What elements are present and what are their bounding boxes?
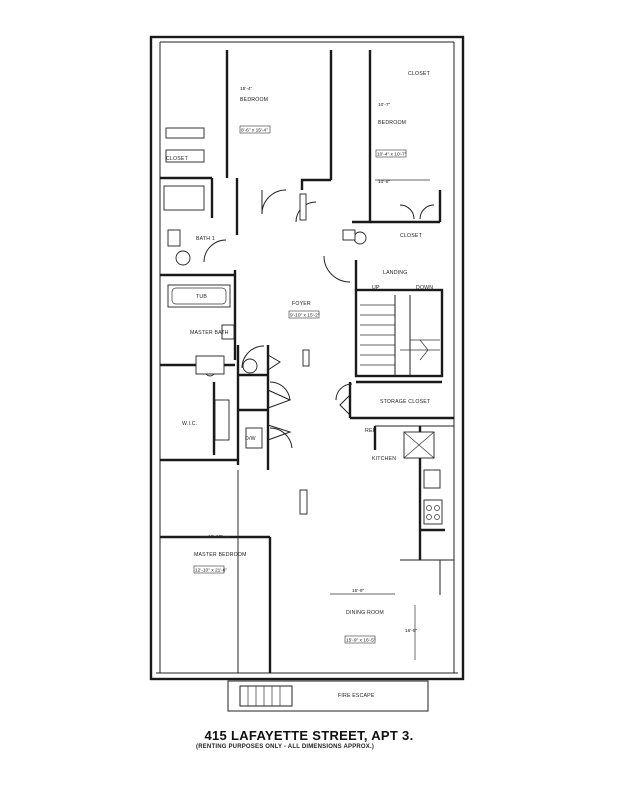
label-bedroom-2: BEDROOM bbox=[378, 120, 406, 126]
label-closet: CLOSET bbox=[400, 233, 423, 239]
dim-bedroom-1-w: 15'-4" bbox=[240, 86, 253, 92]
dim-master-w: 12'-10" bbox=[208, 534, 223, 540]
label-up: UP bbox=[372, 285, 380, 291]
label-bedroom-1: BEDROOM bbox=[240, 97, 268, 103]
label-master-bath: MASTER BATH bbox=[190, 330, 229, 336]
dim-bedroom-2-ext: 10'-8" bbox=[378, 179, 391, 185]
label-fire-escape: FIRE ESCAPE bbox=[338, 693, 375, 699]
outer-walls bbox=[149, 35, 465, 681]
stairs bbox=[360, 295, 440, 376]
room-labels: BEDROOM 15'-4" 8'-6" x 15'-4" BEDROOM 10… bbox=[166, 71, 433, 699]
door-swings bbox=[203, 189, 435, 449]
label-down: DOWN bbox=[416, 285, 433, 291]
dimension-lines bbox=[200, 179, 430, 660]
dim-master-box: 12'-10" x 21'-6" bbox=[195, 568, 227, 574]
label-closet-2: CLOSET bbox=[408, 71, 431, 77]
label-tub: TUB bbox=[196, 294, 207, 300]
fire-escape bbox=[227, 680, 429, 712]
label-foyer: FOYER bbox=[292, 301, 311, 307]
caption: 415 LAFAYETTE STREET, APT 3. bbox=[0, 727, 618, 745]
label-landing: LANDING bbox=[383, 270, 407, 276]
plan-subtitle: (RENTING PURPOSES ONLY - ALL DIMENSIONS … bbox=[196, 744, 375, 750]
fixtures bbox=[163, 127, 443, 525]
label-dining-room: DINING ROOM bbox=[346, 610, 384, 616]
label-ref: REF bbox=[365, 428, 376, 434]
label-closet-3: CLOSET bbox=[166, 156, 189, 162]
dim-foyer-box: 9'-10" x 15'-2" bbox=[290, 313, 320, 319]
label-storage-closet: STORAGE CLOSET bbox=[380, 399, 431, 405]
interior-walls bbox=[160, 50, 454, 673]
dim-bedroom-2-box: 10'-4" x 10'-7" bbox=[377, 152, 407, 158]
dim-bedroom-1-box: 8'-6" x 15'-4" bbox=[241, 128, 268, 134]
dim-dining-w: 15'-9" bbox=[352, 588, 365, 594]
dim-bedroom-2-w: 10'-7" bbox=[378, 102, 391, 108]
label-wic: W.I.C. bbox=[182, 421, 197, 427]
plan-title: 415 LAFAYETTE STREET, APT 3. bbox=[204, 728, 414, 743]
label-dw: D/W bbox=[245, 436, 256, 442]
dim-dining-box: 15'-9" x 16'-5" bbox=[346, 638, 376, 644]
label-master-bedroom: MASTER BEDROOM bbox=[194, 552, 247, 558]
label-kitchen: KITCHEN bbox=[372, 456, 396, 462]
dim-dining-h: 16'-5" bbox=[405, 628, 418, 634]
label-bath-1: BATH 1 bbox=[196, 236, 215, 242]
